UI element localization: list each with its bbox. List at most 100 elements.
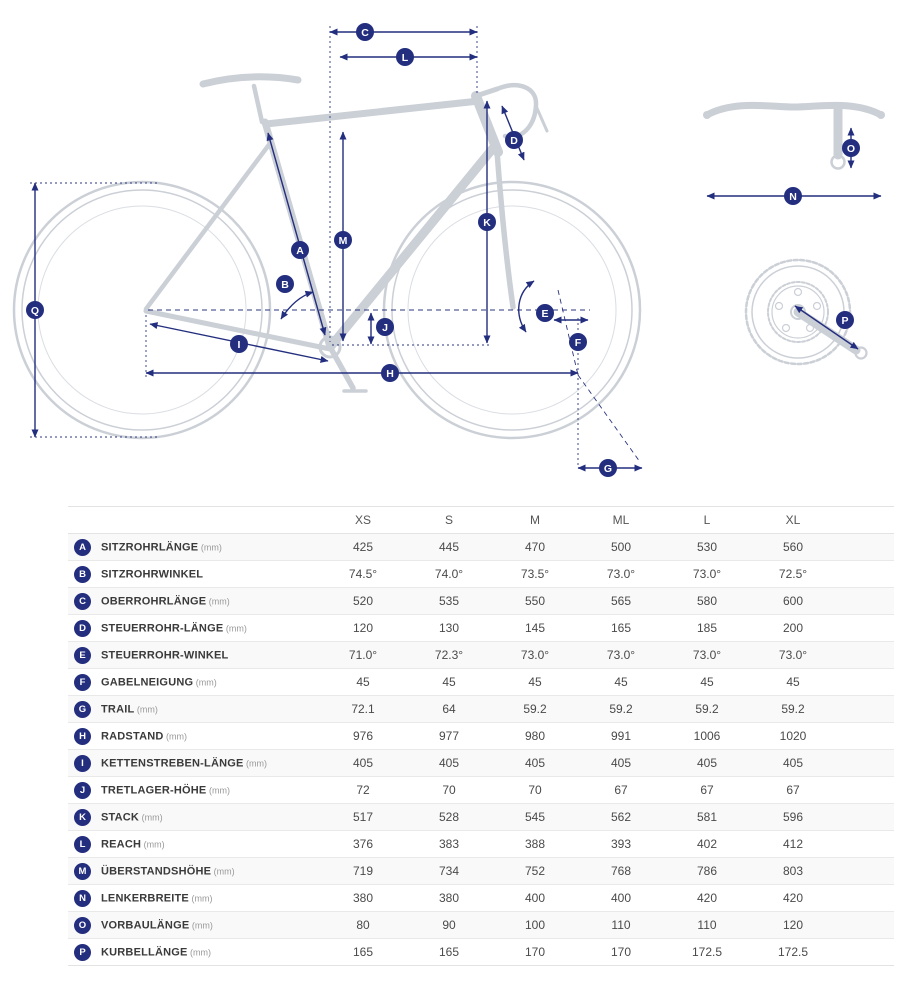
diagram-label-b: B <box>276 275 294 293</box>
row-spacer-cell <box>836 912 894 939</box>
geometry-value: 73.0° <box>520 648 550 662</box>
bike-drawing <box>12 73 885 440</box>
row-letter-badge: H <box>74 727 91 745</box>
row-label: REACH <box>101 838 142 850</box>
geometry-value: 520 <box>352 594 374 608</box>
geometry-value: 734 <box>438 864 460 878</box>
row-label: TRETLAGER-HÖHE <box>101 784 207 796</box>
svg-text:F: F <box>575 337 582 349</box>
geometry-value: 530 <box>696 540 718 554</box>
geometry-value: 1006 <box>693 729 721 743</box>
header-size-s: S <box>406 506 492 534</box>
table-header-row: XS S M ML L XL <box>68 506 894 534</box>
geometry-value: 786 <box>696 864 718 878</box>
header-empty-cell <box>68 506 320 534</box>
geometry-value: 110 <box>697 918 717 932</box>
geometry-value: 59.2 <box>523 702 547 716</box>
row-label: LENKERBREITE <box>101 892 189 904</box>
geometry-value: 976 <box>352 729 374 743</box>
row-label: KETTENSTREBEN-LÄNGE <box>101 757 244 769</box>
row-unit: (mm) <box>163 731 188 741</box>
row-label: ÜBERSTANDSHÖHE <box>101 865 212 877</box>
measure-a-seattube <box>266 132 327 336</box>
geometry-value: 470 <box>524 540 546 554</box>
row-spacer-cell <box>836 588 894 615</box>
row-label: STEUERROHR-WINKEL <box>101 649 229 661</box>
measure-b-seatangle <box>280 290 314 320</box>
geometry-value: 72.1 <box>351 702 375 716</box>
geometry-value: 130 <box>438 621 460 635</box>
row-label: OBERROHRLÄNGE <box>101 595 207 607</box>
row-unit: (mm) <box>134 704 158 714</box>
geometry-value: 535 <box>438 594 460 608</box>
svg-text:I: I <box>238 339 241 351</box>
header-size-m: M <box>492 506 578 534</box>
svg-text:Q: Q <box>31 305 39 317</box>
geometry-value: 165 <box>352 945 374 959</box>
diagram-label-j: J <box>376 318 394 336</box>
geometry-value: 59.2 <box>695 702 719 716</box>
geometry-value: 500 <box>610 540 632 554</box>
geometry-value: 45 <box>528 675 542 689</box>
geometry-value: 393 <box>610 837 632 851</box>
geometry-value: 120 <box>352 621 374 635</box>
svg-text:A: A <box>296 245 304 257</box>
row-unit: (mm) <box>189 920 213 930</box>
geometry-value: 74.0° <box>434 567 464 581</box>
geometry-value: 64 <box>442 702 456 716</box>
geometry-value: 596 <box>782 810 804 824</box>
handlebar-front-view <box>703 101 885 170</box>
geometry-value: 405 <box>782 756 804 770</box>
row-unit: (mm) <box>188 893 213 903</box>
row-spacer-cell <box>836 534 894 561</box>
geometry-value: 185 <box>696 621 718 635</box>
header-size-ml: ML <box>578 506 664 534</box>
geometry-value: 991 <box>610 729 632 743</box>
diagram-label-n: N <box>784 187 802 205</box>
geometry-value: 380 <box>352 891 374 905</box>
row-label: STACK <box>101 811 140 823</box>
geometry-value: 45 <box>786 675 800 689</box>
diagram-label-o: O <box>842 139 860 157</box>
geometry-value: 145 <box>524 621 546 635</box>
row-unit: (mm) <box>139 812 163 822</box>
svg-text:D: D <box>510 135 518 147</box>
row-unit: (mm) <box>223 623 247 633</box>
svg-text:B: B <box>281 279 289 291</box>
geometry-value: 402 <box>696 837 718 851</box>
geometry-value: 768 <box>610 864 632 878</box>
geometry-value: 200 <box>782 621 804 635</box>
geometry-value: 73.0° <box>692 648 722 662</box>
geometry-value: 383 <box>438 837 460 851</box>
row-unit: (mm) <box>193 677 217 687</box>
geometry-value: 73.0° <box>692 567 722 581</box>
geometry-diagram: A B C D E F G H I J K L M N O P Q <box>12 23 885 477</box>
geometry-value: 412 <box>782 837 804 851</box>
svg-text:O: O <box>847 143 855 155</box>
geometry-value: 90 <box>442 918 456 932</box>
row-letter-badge: C <box>74 592 91 610</box>
geometry-value: 172.5 <box>691 945 723 959</box>
geometry-value: 72 <box>356 783 370 797</box>
row-letter-badge: L <box>74 835 91 853</box>
geometry-value: 80 <box>356 918 370 932</box>
geometry-value: 1020 <box>779 729 807 743</box>
row-letter-badge: F <box>74 673 91 691</box>
geometry-value: 59.2 <box>781 702 805 716</box>
